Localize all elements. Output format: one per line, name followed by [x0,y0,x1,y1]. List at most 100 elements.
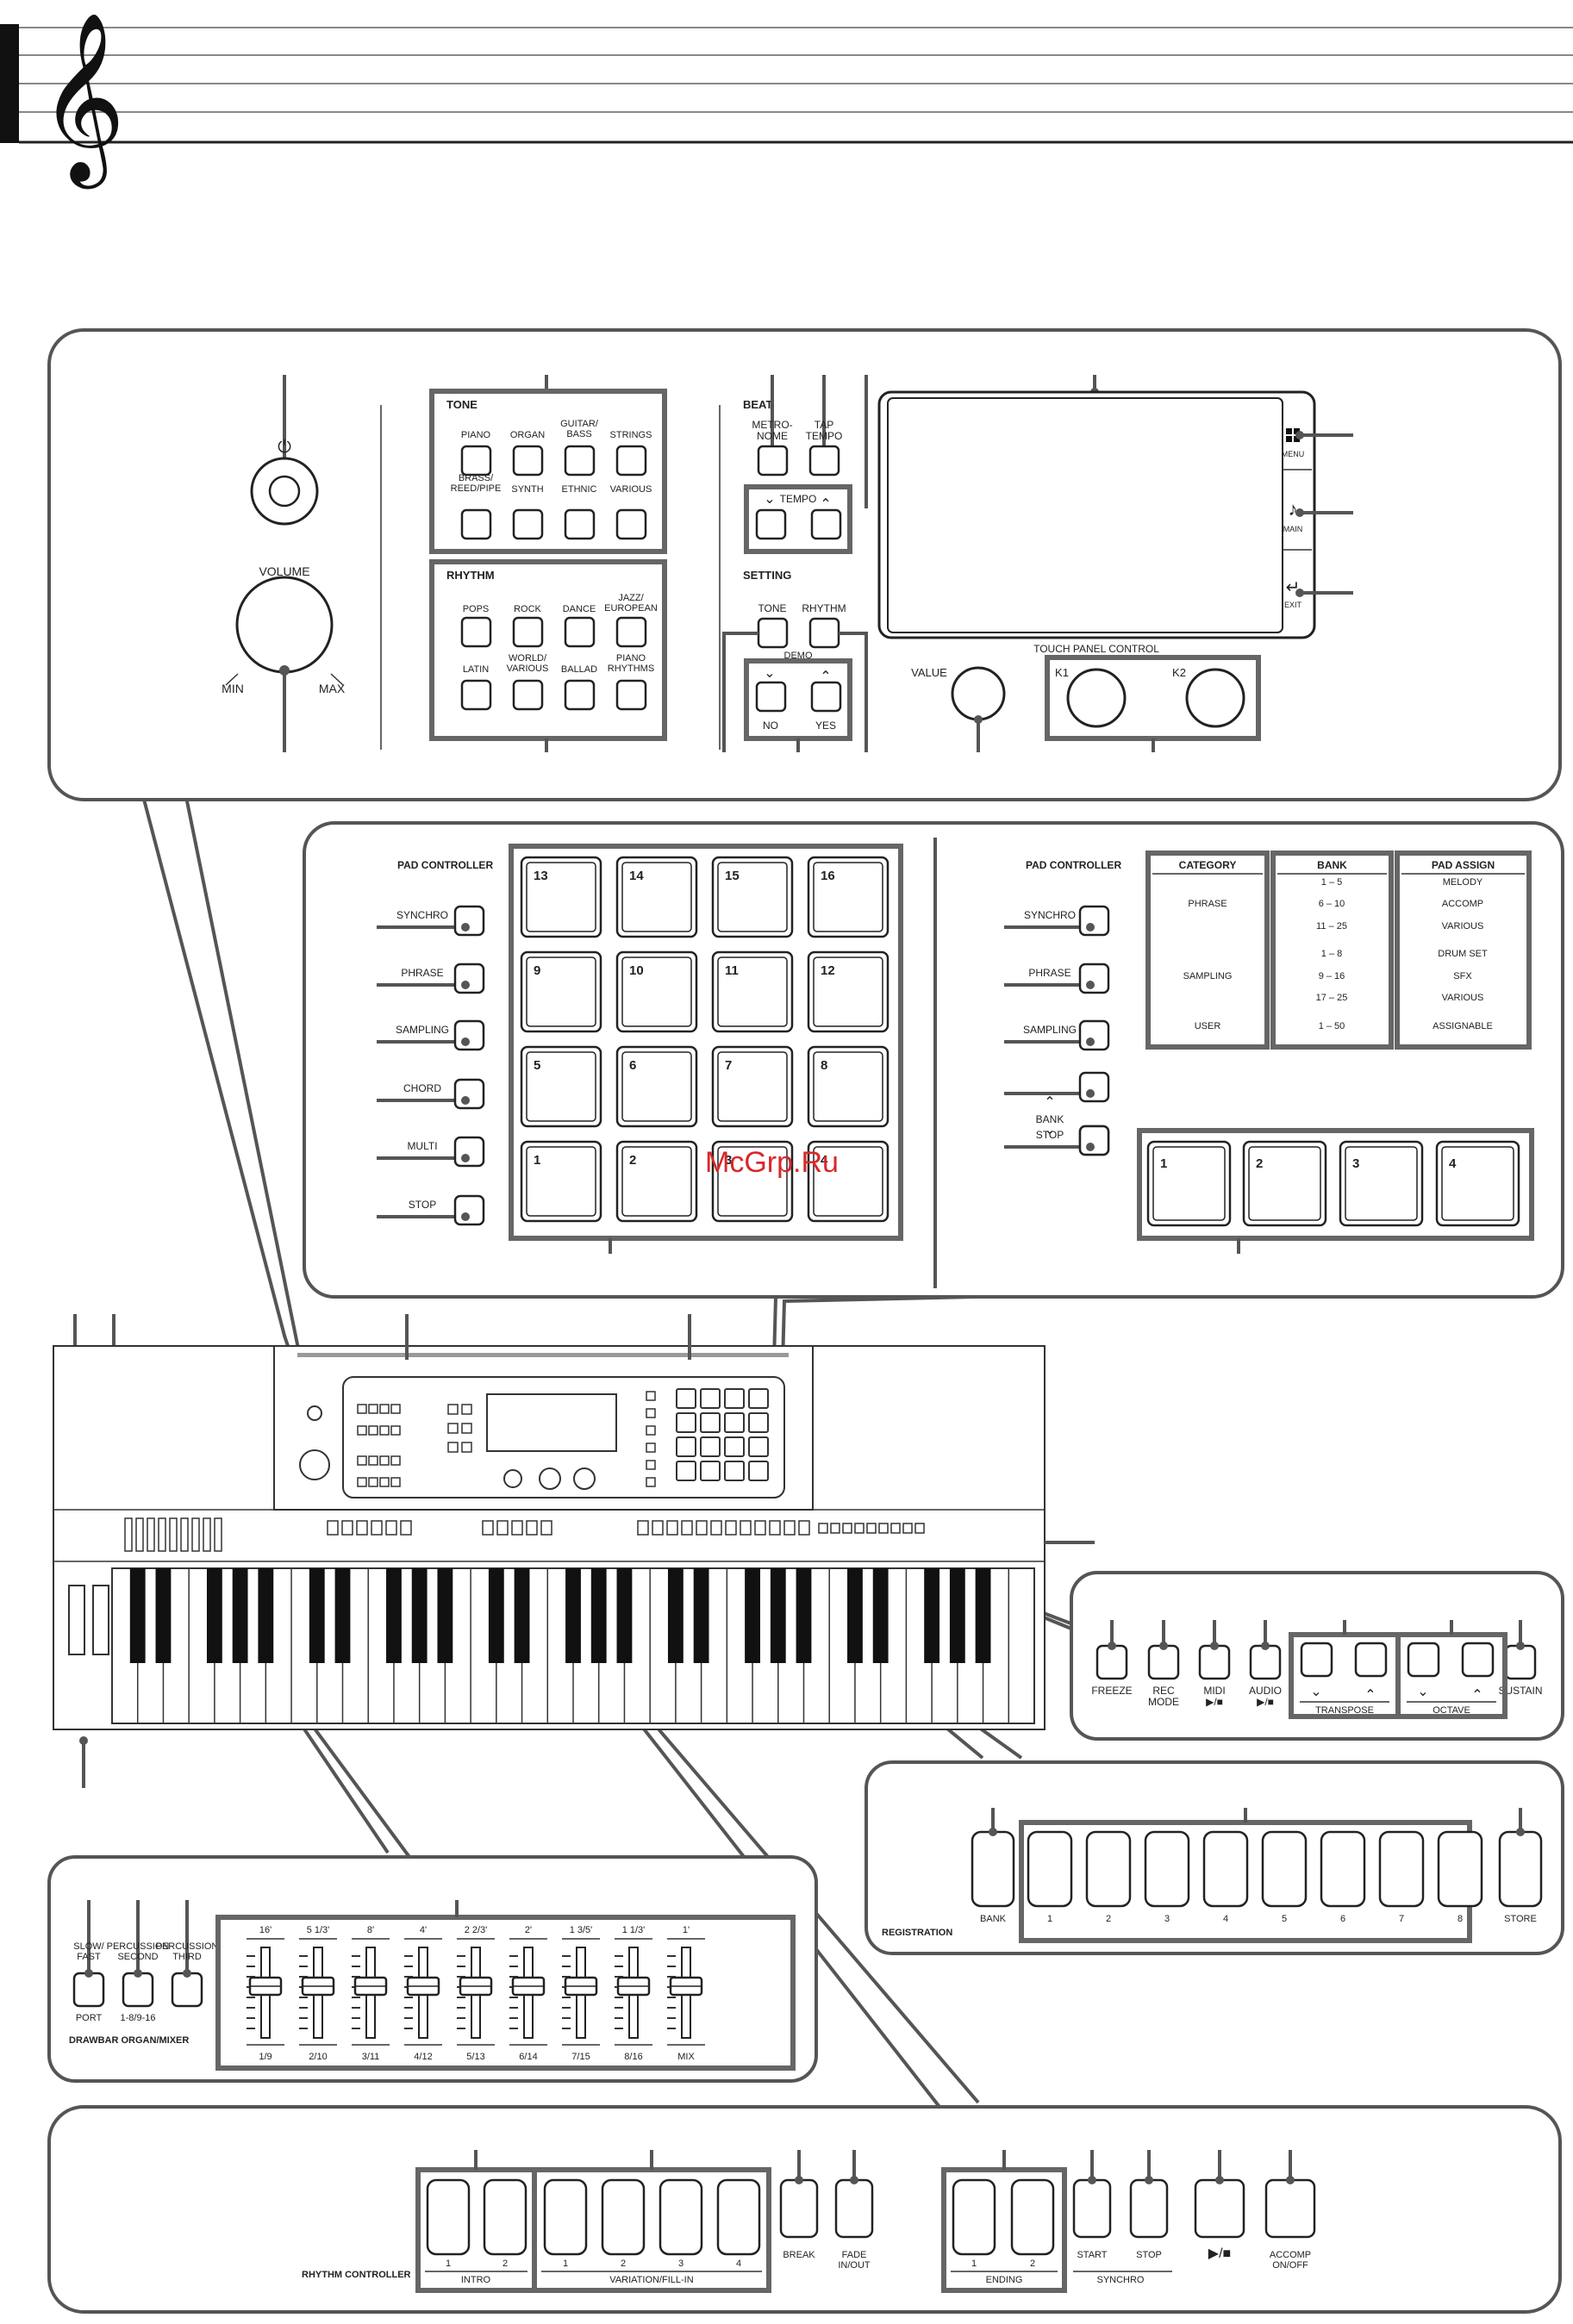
rhythm-pops-button[interactable] [460,616,492,648]
intro-2-button[interactable] [483,2178,527,2256]
audio-button[interactable] [1249,1644,1282,1680]
variation-1-button[interactable] [543,2178,588,2256]
pad-14-button[interactable] [615,856,698,938]
pad-9-button[interactable] [520,950,602,1033]
ending-1-button[interactable] [952,2178,996,2256]
pad-stop-button[interactable] [453,1194,485,1226]
k2-knob[interactable] [1185,668,1245,728]
pad-right-phrase-button[interactable] [1078,963,1110,994]
pad-5-button[interactable] [520,1045,602,1128]
pad-sampling-button[interactable] [453,1019,485,1051]
ending-2-button[interactable] [1010,2178,1055,2256]
midi-button[interactable] [1198,1644,1231,1680]
registration-1-button[interactable] [1027,1830,1073,1908]
registration-7-button[interactable] [1378,1830,1425,1908]
pad-15-button[interactable] [711,856,794,938]
keyboard [53,1314,1095,1788]
-button[interactable] [1194,2178,1245,2239]
fade-in-out-button[interactable] [834,2178,874,2239]
power-button[interactable] [250,457,319,526]
volume-knob[interactable] [235,576,334,674]
pad-2-button[interactable] [615,1140,698,1223]
transpose-up-button[interactable] [1354,1642,1388,1678]
menu-icon[interactable] [1286,428,1300,442]
strip-button [496,1520,509,1536]
main-icon[interactable]: ♪ [1289,498,1298,520]
pad-6-button[interactable] [615,1045,698,1128]
freeze-button[interactable] [1095,1644,1128,1680]
drawbar-percussion-second-button[interactable] [122,1972,154,2008]
rhythm-latin-button[interactable] [460,679,492,711]
sustain-button[interactable] [1504,1644,1537,1680]
octave-down-button[interactable] [1407,1642,1440,1678]
tone-organ-button[interactable] [512,445,544,477]
pad-1-button[interactable] [520,1140,602,1223]
pad-right-sampling-button[interactable] [1078,1019,1110,1051]
pad-16-button[interactable] [807,856,889,938]
registration-2-button[interactable] [1085,1830,1132,1908]
rhythm-world-various-button[interactable] [512,679,544,711]
registration-5-button[interactable] [1261,1830,1308,1908]
pad-right-bank-down-button[interactable] [1078,1125,1110,1156]
variation-4-button[interactable] [716,2178,761,2256]
small-pad-1-button[interactable] [1146,1140,1232,1227]
start-button[interactable] [1072,2178,1112,2239]
pad-chord-button[interactable] [453,1078,485,1110]
small-pad-3-button[interactable] [1339,1140,1424,1227]
rec-mode-button[interactable] [1147,1644,1180,1680]
small-pad-4-button[interactable] [1435,1140,1520,1227]
octave-up-button[interactable] [1461,1642,1495,1678]
setting-tone-button[interactable] [757,617,789,649]
tone-various-button[interactable] [615,508,647,540]
no-button[interactable] [755,681,787,713]
tempo-up-button[interactable] [810,508,842,540]
pad-synchro-button[interactable] [453,905,485,937]
drawbar-percussion-third-button[interactable] [171,1972,203,2008]
pad-right-bank-up-button[interactable] [1078,1071,1110,1103]
metronome-button[interactable] [757,445,789,477]
rhythm-ballad-button[interactable] [564,679,596,711]
stop-button[interactable] [1129,2178,1169,2239]
tone-guitar-bass-button[interactable] [564,445,596,477]
pad-3-button[interactable] [711,1140,794,1223]
rhythm-rock-button[interactable] [512,616,544,648]
rhythm-dance-button[interactable] [564,616,596,648]
pad-right-synchro-button[interactable] [1078,905,1110,937]
variation-2-button[interactable] [601,2178,646,2256]
rhythm-piano-rhythms-button[interactable] [615,679,647,711]
registration-store-button[interactable] [1498,1830,1543,1908]
tone-piano-button[interactable] [460,445,492,477]
registration-3-button[interactable] [1144,1830,1190,1908]
setting-rhythm-button[interactable] [808,617,840,649]
break-button[interactable] [779,2178,819,2239]
tone-strings-button[interactable] [615,445,647,477]
pad-11-button[interactable] [711,950,794,1033]
pad-12-button[interactable] [807,950,889,1033]
pad-multi-button[interactable] [453,1136,485,1168]
drawbar-slow-fast-button[interactable] [72,1972,105,2008]
tone-ethnic-button[interactable] [564,508,596,540]
intro-1-button[interactable] [426,2178,471,2256]
tone-synth-button[interactable] [512,508,544,540]
tempo-down-button[interactable] [755,508,787,540]
registration-bank-button[interactable] [971,1830,1015,1908]
value-dial[interactable] [951,666,1006,721]
pad-phrase-button[interactable] [453,963,485,994]
k1-knob[interactable] [1066,668,1127,728]
tap-tempo-button[interactable] [808,445,840,477]
rhythm-jazz-european-button[interactable] [615,616,647,648]
small-pad-2-button[interactable] [1242,1140,1327,1227]
registration-6-button[interactable] [1320,1830,1366,1908]
pad-7-button[interactable] [711,1045,794,1128]
pad-13-button[interactable] [520,856,602,938]
tone-brass-reed-pipe-button[interactable] [460,508,492,540]
registration-8-button[interactable] [1437,1830,1483,1908]
yes-button[interactable] [810,681,842,713]
pad-10-button[interactable] [615,950,698,1033]
variation-3-button[interactable] [659,2178,703,2256]
accomp-on-off-button[interactable] [1264,2178,1316,2239]
pad-8-button[interactable] [807,1045,889,1128]
pad-4-button[interactable] [807,1140,889,1223]
registration-4-button[interactable] [1202,1830,1249,1908]
transpose-down-button[interactable] [1300,1642,1333,1678]
